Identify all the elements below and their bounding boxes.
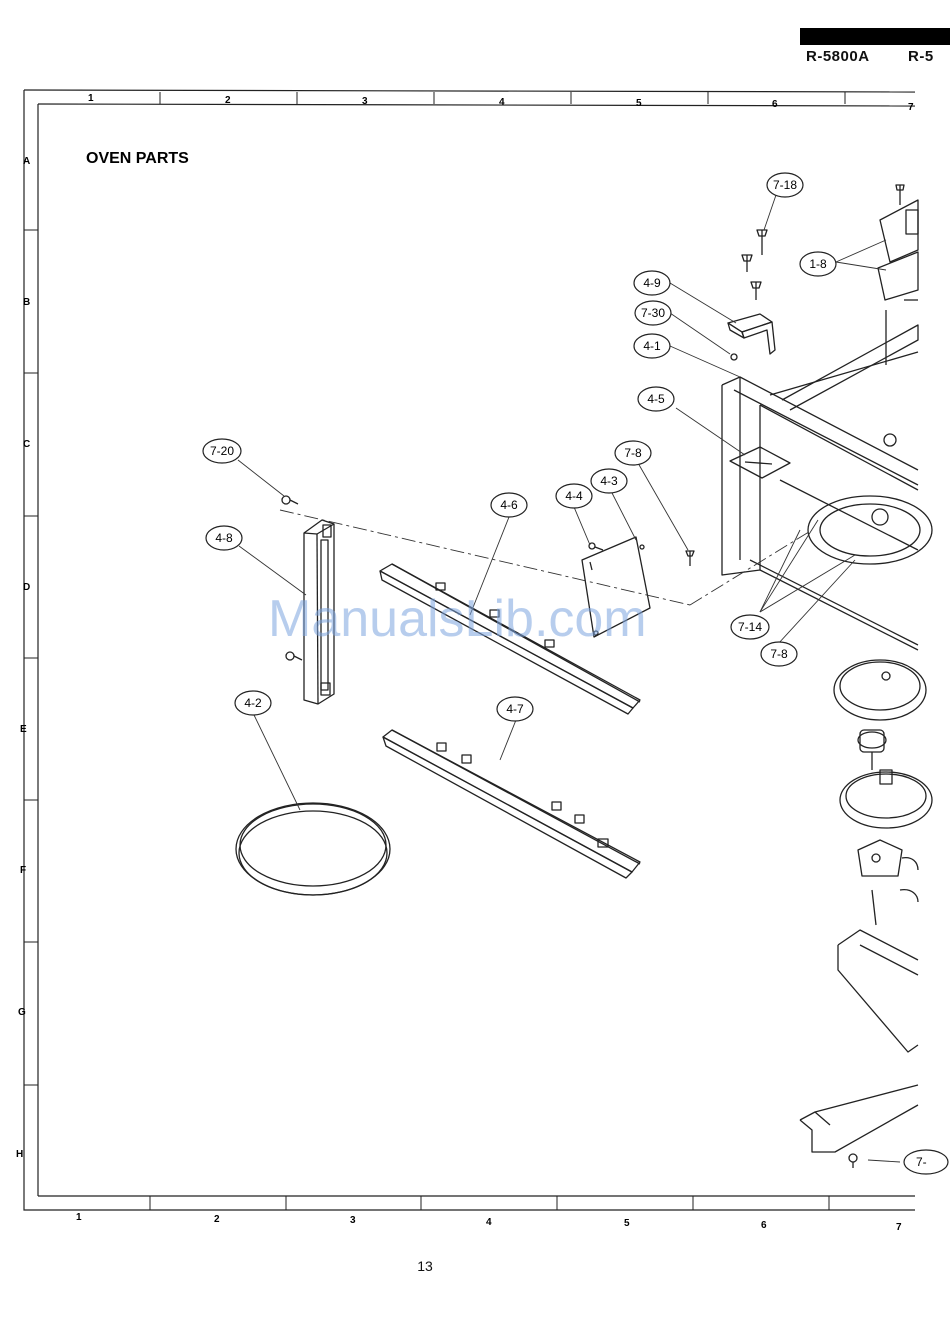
watermark: ManualsLib.com <box>268 590 647 648</box>
row-label: F <box>20 865 26 876</box>
callout-4-3: 4-3 <box>591 469 627 493</box>
column-label: 7 <box>908 102 914 113</box>
callout-4-9: 4-9 <box>634 271 670 295</box>
callout-7-18: 7-18 <box>767 173 803 197</box>
channel-part-lower <box>383 730 640 878</box>
column-label: 1 <box>88 93 94 104</box>
row-label: B <box>23 297 30 308</box>
column-ticks <box>150 92 845 1210</box>
svg-text:4-7: 4-7 <box>506 702 524 716</box>
diagram-title: OVEN PARTS <box>86 150 189 167</box>
row-label: D <box>23 582 30 593</box>
page-number: 13 <box>0 1258 850 1274</box>
svg-text:7-8: 7-8 <box>770 647 788 661</box>
column-label: 4 <box>486 1217 492 1228</box>
column-label: 2 <box>225 95 231 106</box>
leader-lines <box>238 195 900 1162</box>
svg-text:4-4: 4-4 <box>565 489 583 503</box>
column-label: 6 <box>761 1220 767 1231</box>
callout-4-6: 4-6 <box>491 493 527 517</box>
screw-set-top <box>686 230 767 566</box>
callout-4-1: 4-1 <box>634 334 670 358</box>
svg-text:1-8: 1-8 <box>809 257 827 271</box>
row-ticks <box>24 230 38 1085</box>
callout-4-5: 4-5 <box>638 387 674 411</box>
callout-7-30: 7-30 <box>635 301 671 325</box>
row-label: C <box>23 439 30 450</box>
column-labels-bottom: 1 2 3 4 5 6 7 <box>76 1212 902 1233</box>
svg-text:4-8: 4-8 <box>215 531 233 545</box>
svg-text:4-6: 4-6 <box>500 498 518 512</box>
svg-text:4-9: 4-9 <box>643 276 661 290</box>
callout-4-2: 4-2 <box>235 691 271 715</box>
callouts: 7-18 1-8 4-9 7-30 4-1 4-5 7-8 4-3 <box>203 173 948 1174</box>
svg-text:4-3: 4-3 <box>600 474 618 488</box>
callout-7-cut: 7- <box>904 1150 948 1174</box>
row-label: G <box>18 1007 26 1018</box>
column-label: 3 <box>350 1215 356 1226</box>
column-labels-top: 1 2 3 4 5 6 7 <box>88 93 914 113</box>
svg-text:7-30: 7-30 <box>641 306 665 320</box>
column-label: 6 <box>772 99 778 110</box>
svg-text:4-2: 4-2 <box>244 696 262 710</box>
callout-4-7: 4-7 <box>497 697 533 721</box>
svg-text:7-18: 7-18 <box>773 178 797 192</box>
column-label: 7 <box>896 1222 902 1233</box>
callout-7-8-lower: 7-8 <box>761 642 797 666</box>
callout-7-20: 7-20 <box>203 439 241 463</box>
column-label: 2 <box>214 1214 220 1225</box>
callout-4-4: 4-4 <box>556 484 592 508</box>
row-label: A <box>23 156 30 167</box>
column-label: 1 <box>76 1212 82 1223</box>
base-plate-part <box>800 930 918 1168</box>
column-label: 5 <box>636 98 642 109</box>
svg-text:4-1: 4-1 <box>643 339 661 353</box>
oven-cavity-part <box>722 300 932 650</box>
turntable-motor-assembly <box>834 660 932 925</box>
column-label: 4 <box>499 97 505 108</box>
svg-text:4-5: 4-5 <box>647 392 665 406</box>
svg-text:7-20: 7-20 <box>210 444 234 458</box>
svg-text:7-14: 7-14 <box>738 620 762 634</box>
callout-1-8: 1-8 <box>800 252 836 276</box>
callout-7-8: 7-8 <box>615 441 651 465</box>
svg-text:7-: 7- <box>916 1155 927 1169</box>
turntable-ring-part <box>236 803 390 895</box>
column-label: 3 <box>362 96 368 107</box>
callout-7-14: 7-14 <box>731 615 769 639</box>
door-switch-part <box>878 185 918 300</box>
bracket-part <box>728 314 775 360</box>
row-label: E <box>20 724 27 735</box>
callout-4-8: 4-8 <box>206 526 242 550</box>
row-label: H <box>16 1149 23 1160</box>
column-label: 5 <box>624 1218 630 1229</box>
svg-text:7-8: 7-8 <box>624 446 642 460</box>
